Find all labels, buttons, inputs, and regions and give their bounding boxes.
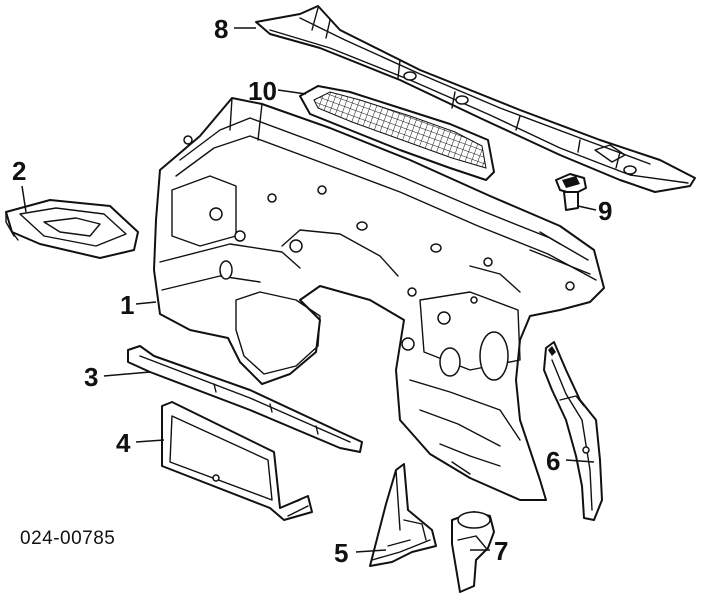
callout-6: 6 [546,446,560,476]
callout-1: 1 [120,290,134,320]
part-10-cowl-grille [299,85,495,181]
callout-2: 2 [12,156,26,186]
part-5-bracket [369,463,437,567]
part-3-brace [127,345,363,453]
part-9-clip [555,173,587,211]
part-2-cover-panel [5,199,139,259]
callout-10: 10 [248,76,277,106]
callout-3: 3 [84,362,98,392]
callout-4: 4 [116,428,131,458]
callout-8: 8 [214,14,228,44]
diagram-code: 024-00785 [20,528,115,549]
part-8-cowl-top-panel [255,5,696,193]
leader-lines [21,27,597,553]
part-1-dash-panel [153,97,605,501]
part-4-insulator [161,401,313,521]
part-6-side-brace [543,341,603,521]
part-7-duct [451,511,495,593]
callout-7: 7 [494,536,508,566]
callout-9: 9 [598,196,612,226]
callout-5: 5 [334,538,348,568]
